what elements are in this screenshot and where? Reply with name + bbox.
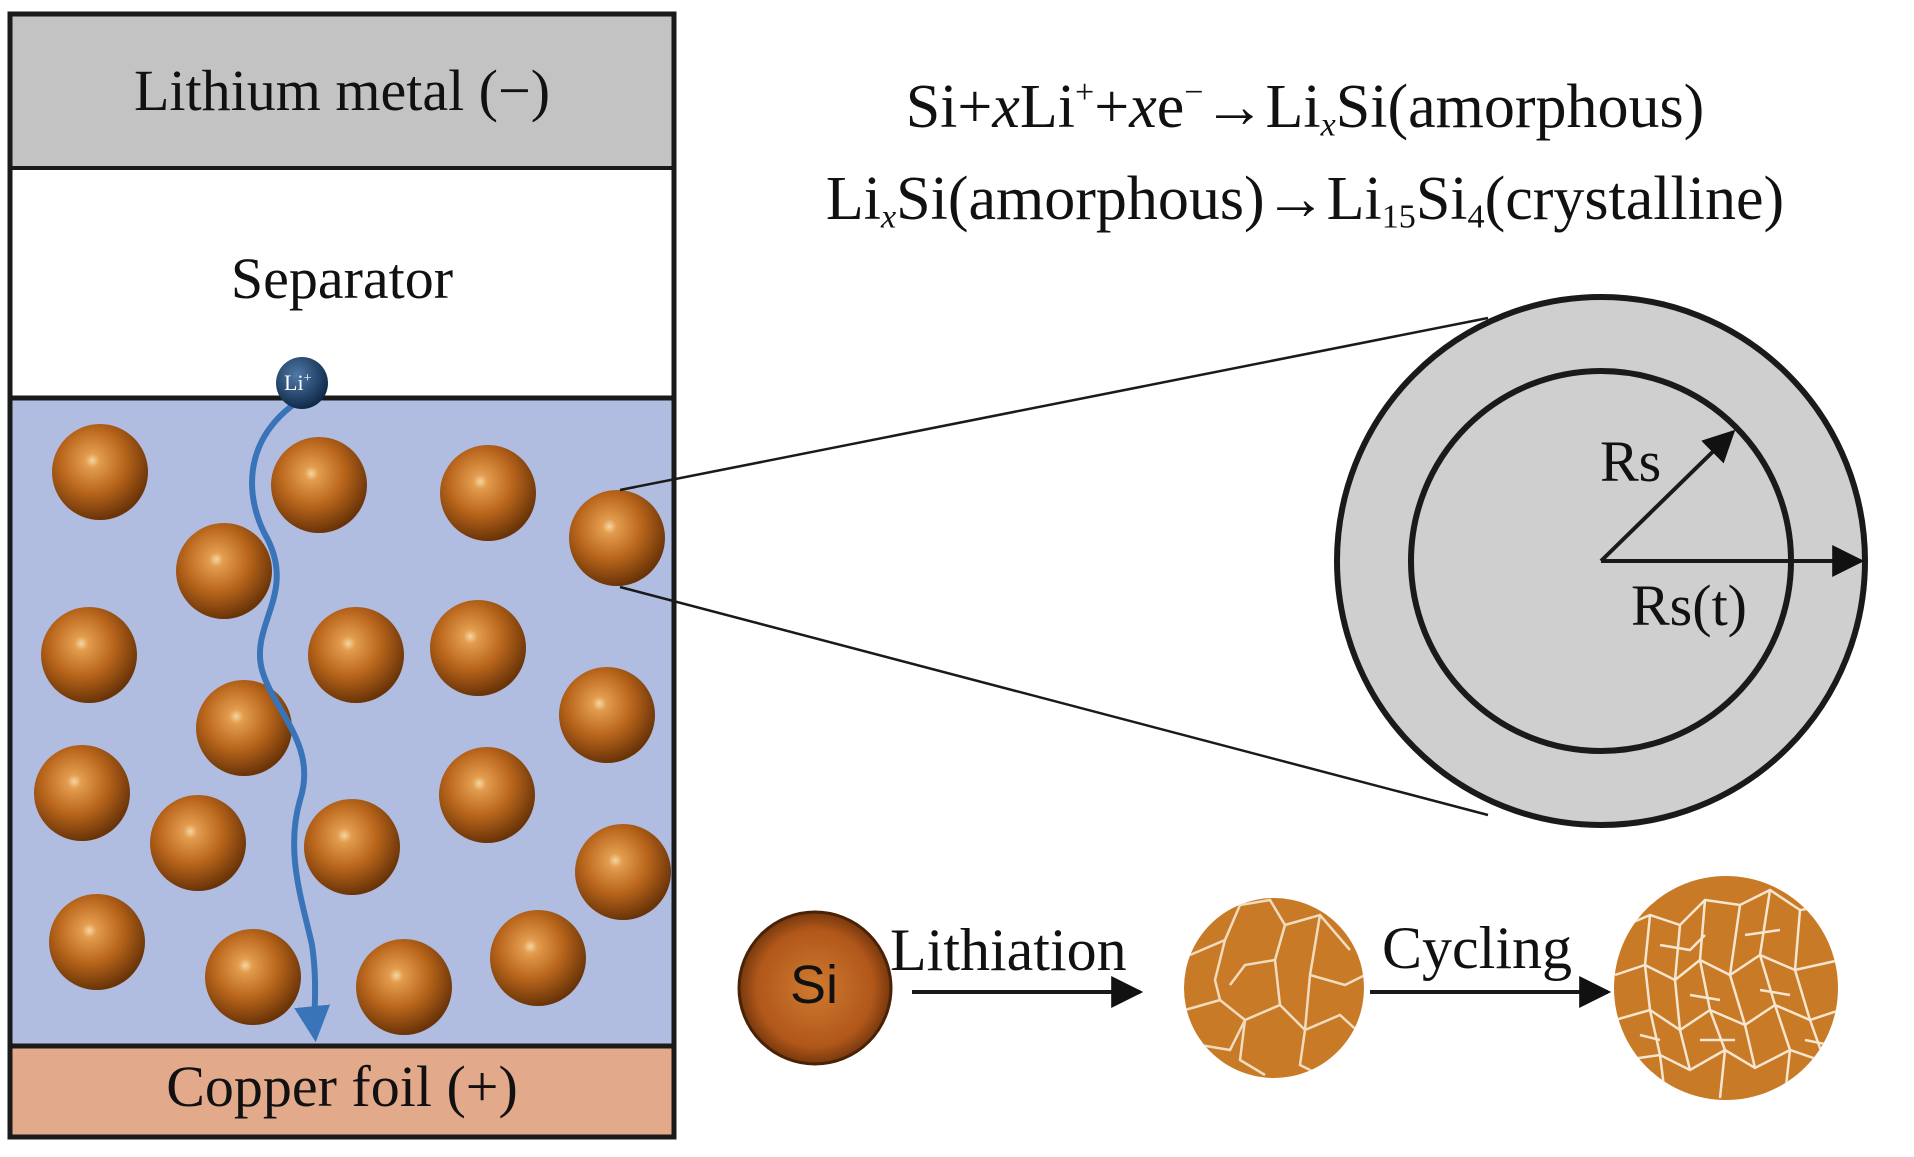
particle xyxy=(304,799,400,895)
particle xyxy=(41,607,137,703)
particle xyxy=(356,939,452,1035)
cycled-particle xyxy=(1614,876,1838,1100)
lithiated-particle-body xyxy=(1184,898,1364,1078)
lithiated-particle xyxy=(1184,898,1364,1078)
pristine-si-particle xyxy=(737,910,893,1066)
si-particle xyxy=(737,910,893,1066)
cycled-particle-body xyxy=(1614,876,1838,1100)
cell-border xyxy=(7,11,677,1140)
particle xyxy=(34,745,130,841)
particle xyxy=(569,490,665,586)
lithium-metal-layer xyxy=(10,14,674,168)
inner-radius-arrow xyxy=(1599,429,1736,563)
outer-radius-label: Rs(t) xyxy=(1631,573,1747,638)
particle xyxy=(439,747,535,843)
si-particle-label: Si xyxy=(790,955,839,1015)
lithium-ion-label: Li+ xyxy=(284,370,312,395)
separator-layer xyxy=(10,168,674,397)
inner-radius-label: Rs xyxy=(1600,429,1662,494)
particle xyxy=(49,894,145,990)
crystallization-reaction-equation: LixSi(amorphous)→Li15Si4(crystalline) xyxy=(825,165,1785,236)
active-particles xyxy=(34,424,671,1035)
particle xyxy=(271,437,367,533)
particle xyxy=(490,910,586,1006)
particle xyxy=(440,445,536,541)
copper-foil-layer xyxy=(10,1047,674,1137)
lithium-metal-label: Lithium metal (−) xyxy=(133,58,551,123)
lithiation-reaction-equation: Si+xLi++xe−→LixSi(amorphous) xyxy=(905,73,1705,144)
particle xyxy=(430,600,526,696)
copper-foil-label: Copper foil (+) xyxy=(166,1054,518,1119)
particle xyxy=(176,523,272,619)
particle xyxy=(308,607,404,703)
particle xyxy=(559,667,655,763)
lithiation-label: Lithiation xyxy=(890,917,1127,983)
core-shell-particle-model xyxy=(1334,294,1868,828)
particle xyxy=(196,680,292,776)
particle xyxy=(205,929,301,1025)
cycling-label: Cycling xyxy=(1382,915,1572,981)
zoom-line-bottom xyxy=(619,585,1489,817)
particle xyxy=(52,424,148,520)
lithium-ion-path xyxy=(249,397,331,1043)
separator-label: Separator xyxy=(230,246,454,311)
zoom-line-top xyxy=(619,316,1489,492)
lithium-ion xyxy=(276,357,328,409)
particle xyxy=(150,795,246,891)
particle xyxy=(575,824,671,920)
